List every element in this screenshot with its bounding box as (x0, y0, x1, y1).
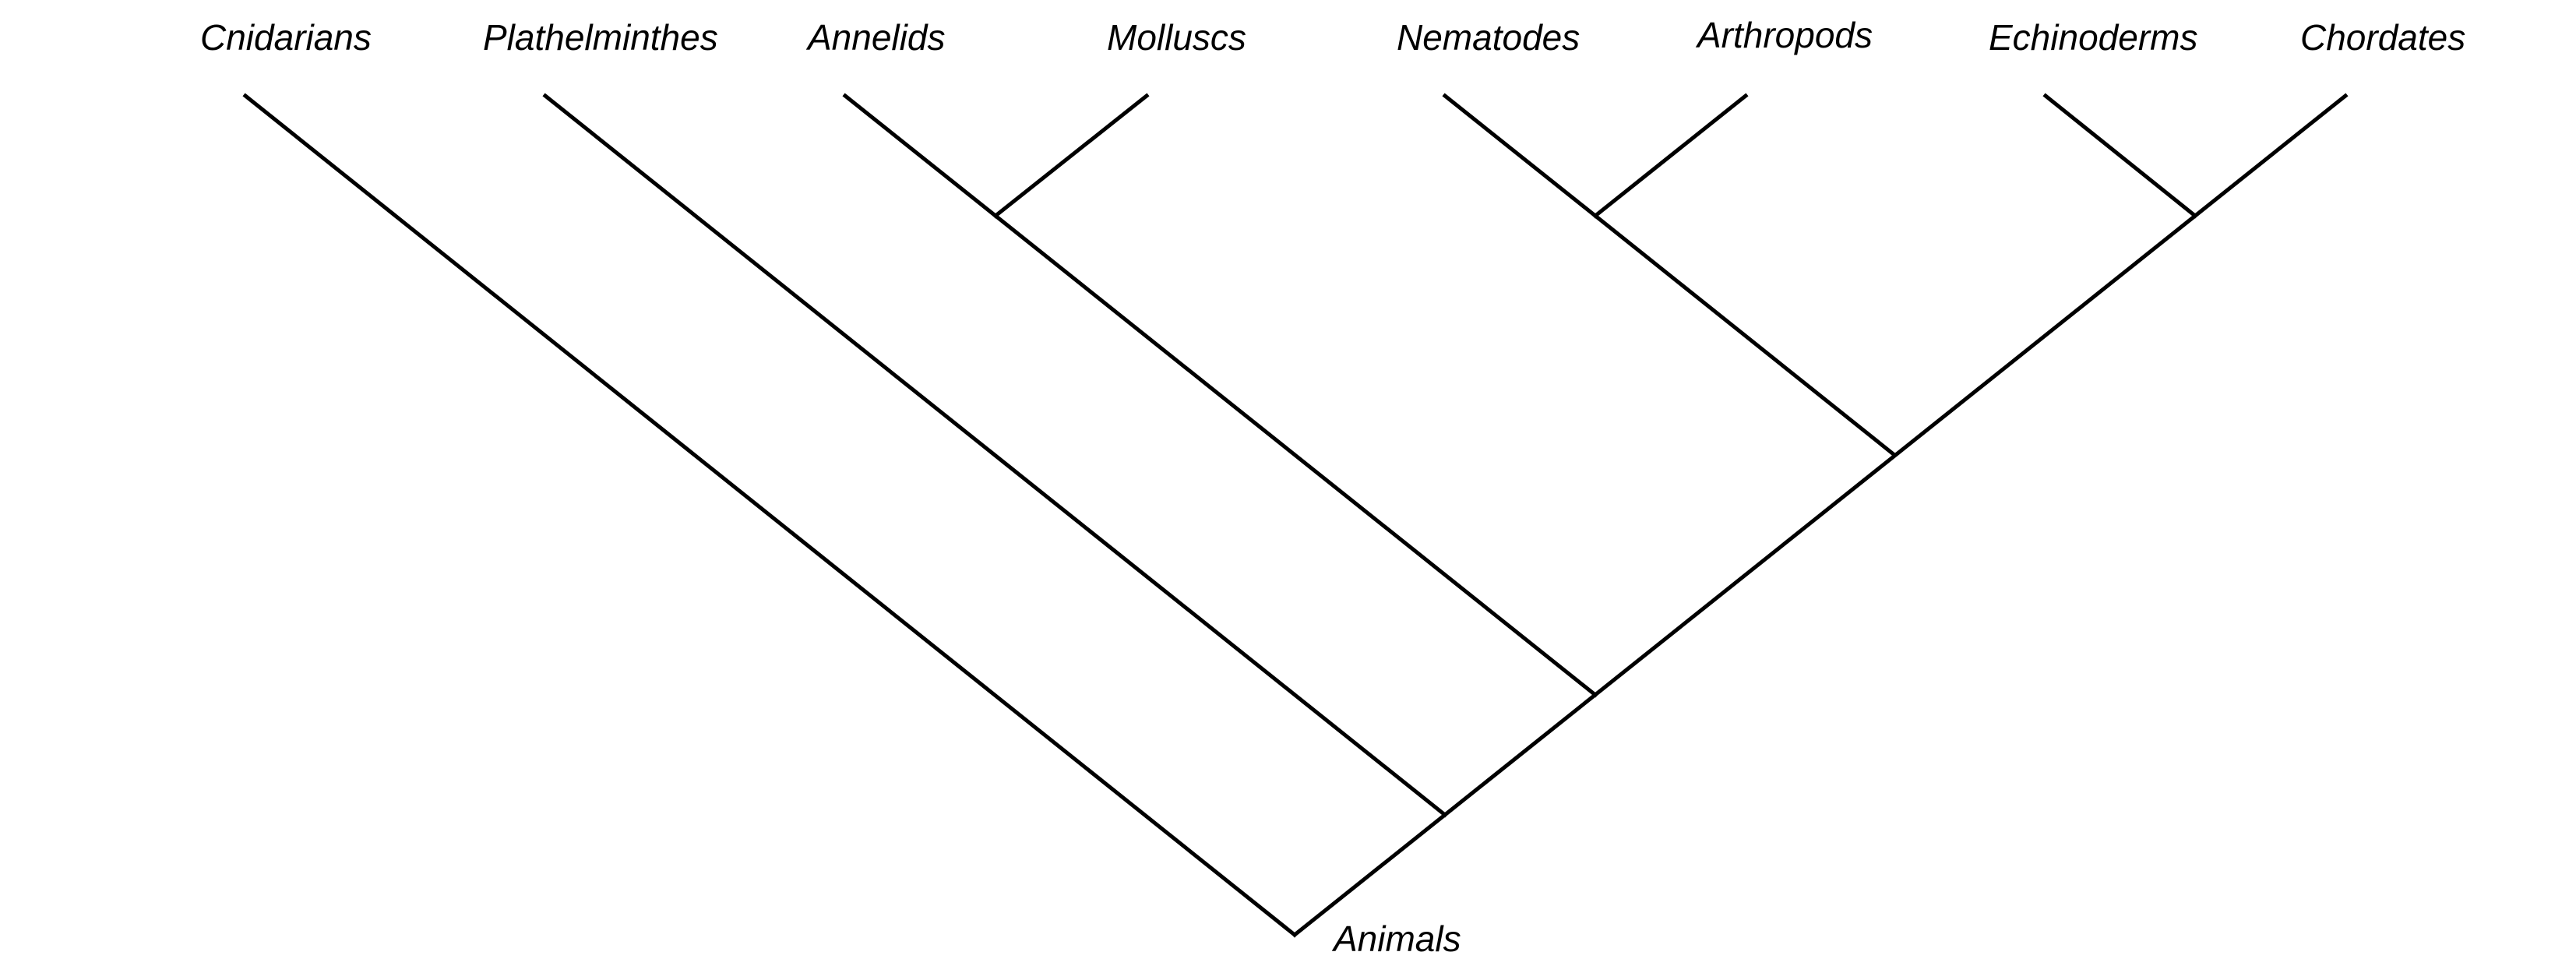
branch-annelids (842, 93, 999, 219)
branch-chordates-spine (1292, 93, 2349, 938)
taxon-label-arthropods: Arthropods (1695, 15, 1873, 55)
taxon-label-nematodes: Nematodes (1397, 17, 1580, 58)
taxon-labels: Cnidarians Plathelminthes Annelids Mollu… (200, 15, 2465, 959)
branch-molluscs (992, 93, 1150, 219)
taxon-label-chordates: Chordates (2300, 17, 2465, 58)
taxon-label-plathelminthes: Plathelminthes (483, 17, 718, 58)
taxon-label-annelids: Annelids (805, 17, 945, 58)
taxon-label-molluscs: Molluscs (1107, 17, 1246, 58)
taxon-label-echinoderms: Echinoderms (1989, 17, 2197, 58)
cladogram-branches (242, 93, 2349, 938)
taxon-label-cnidarians: Cnidarians (200, 17, 372, 58)
branch-cnidarians (242, 93, 1298, 938)
branch-annelids-molluscs-stem (992, 213, 1598, 698)
branch-arthropods (1592, 93, 1749, 219)
root-label-animals: Animals (1331, 918, 1461, 959)
branch-nematodes-arthropods-stem (1592, 213, 1898, 458)
branch-echinoderms (2042, 93, 2198, 219)
branch-plathelminthes (542, 93, 1448, 818)
branch-nematodes (1442, 93, 1598, 219)
